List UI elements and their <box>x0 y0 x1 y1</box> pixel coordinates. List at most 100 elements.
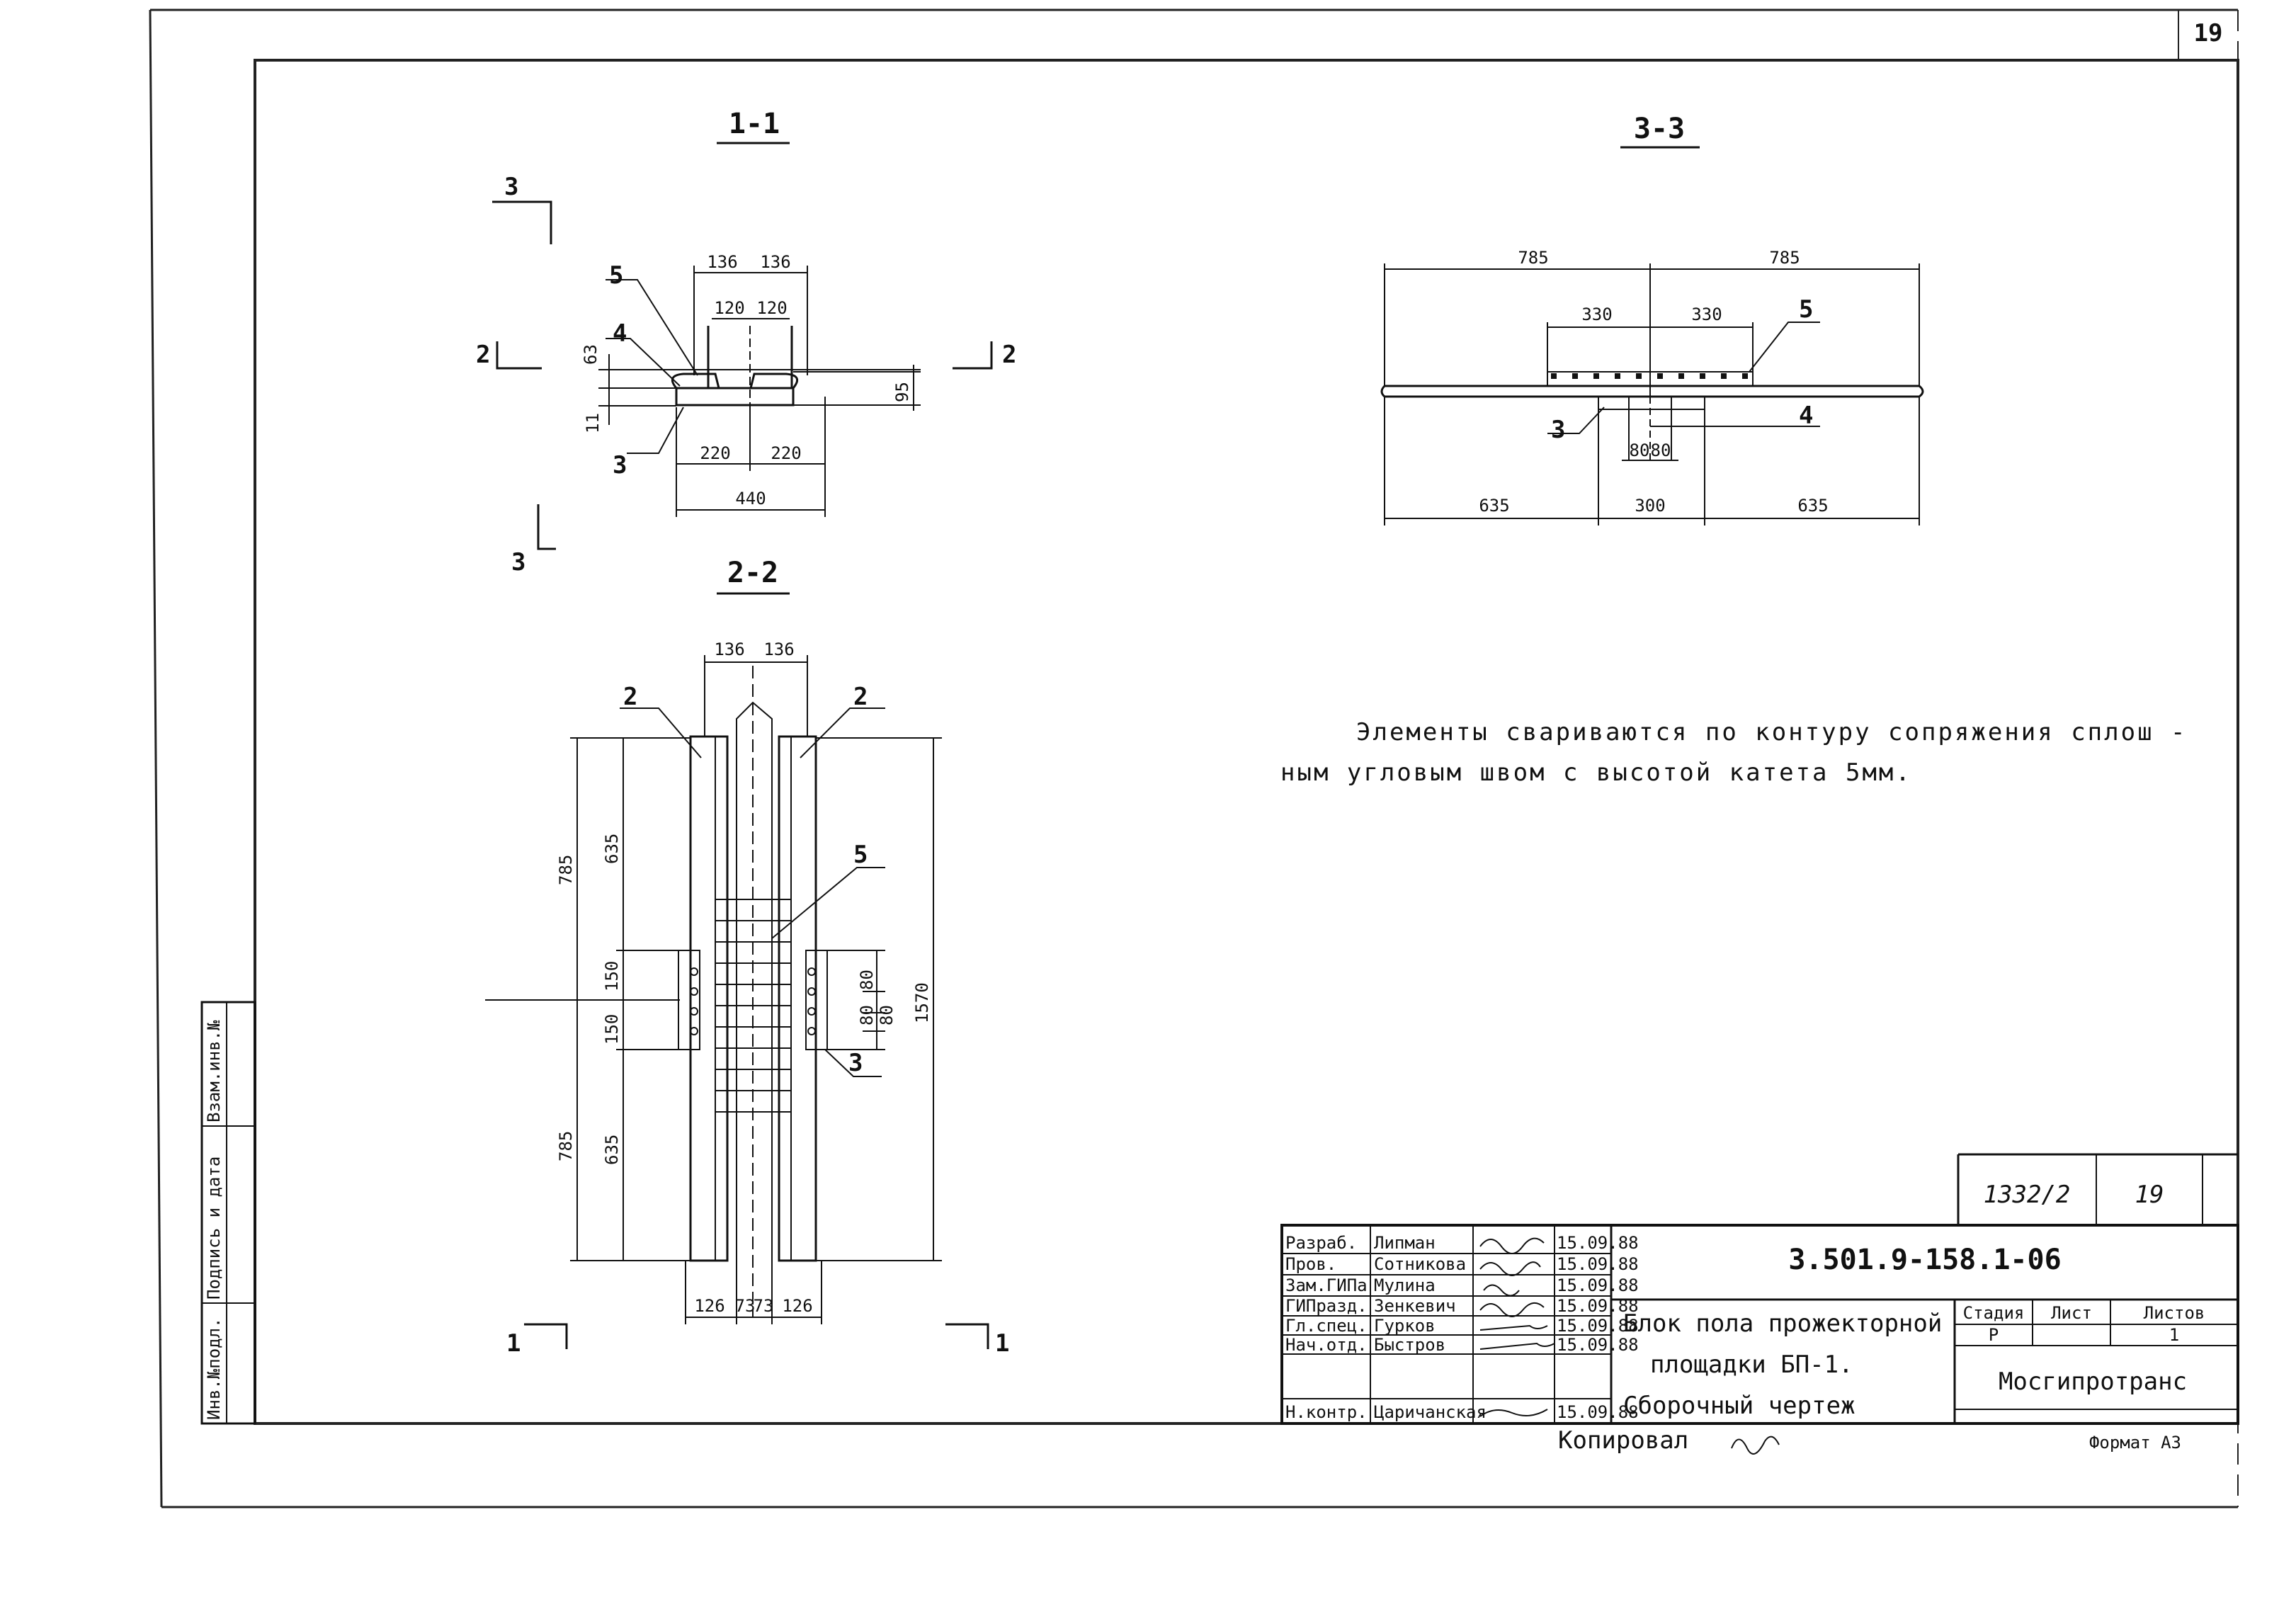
dim-635-right: 635 <box>1797 496 1828 516</box>
dim-785-top: 785 <box>556 855 576 885</box>
sheet-number-box: 19 <box>2135 1181 2164 1209</box>
organization: Мосгипротранс <box>1999 1368 2187 1396</box>
document-code: 3.501.9-158.1-06 <box>1788 1244 2061 1276</box>
dim-top-136-a: 136 <box>714 640 744 659</box>
format-label: Формат А3 <box>2089 1433 2181 1453</box>
date-2: 15.09.88 <box>1557 1275 1639 1295</box>
note-line-1: Элементы свариваются по контуру сопряжен… <box>1356 718 2188 746</box>
role-5: Нач.отд. <box>1285 1335 1368 1355</box>
name-1: Сотникова <box>1374 1254 1466 1274</box>
cut-mark-1-right: 1 <box>995 1329 1009 1358</box>
callout-2-left: 2 <box>623 683 637 711</box>
dim-120-b: 120 <box>756 298 787 318</box>
dim-150-b: 150 <box>602 1014 622 1045</box>
dim-73-a: 73 <box>735 1296 756 1316</box>
role-1: Пров. <box>1285 1254 1336 1274</box>
callout-4: 4 <box>1799 402 1813 430</box>
cut-mark-2-left: 2 <box>476 341 490 369</box>
callout-5: 5 <box>853 841 868 869</box>
section-2-2: 2-2 <box>485 557 1009 1358</box>
dim-330-right: 330 <box>1691 305 1722 324</box>
dim-11: 11 <box>583 413 603 433</box>
dim-785-bottom: 785 <box>556 1131 576 1161</box>
sheets-label: Листов <box>2144 1303 2205 1323</box>
callout-3: 3 <box>1551 416 1565 444</box>
role-6: Н.контр. <box>1285 1402 1368 1422</box>
dim-136-b: 136 <box>760 252 790 272</box>
callout-2-right: 2 <box>853 683 868 711</box>
note-line-2: ным угловым швом с высотой катета 5мм. <box>1280 758 1912 787</box>
dim-120-a: 120 <box>714 298 744 318</box>
cut-mark-3-bottom: 3 <box>511 548 525 576</box>
dim-150-a: 150 <box>602 961 622 991</box>
dim-126-b: 126 <box>782 1296 812 1316</box>
dim-635-left: 635 <box>1479 496 1509 516</box>
dim-785-right: 785 <box>1769 248 1800 268</box>
dim-330-left: 330 <box>1581 305 1612 324</box>
callout-3: 3 <box>848 1049 863 1077</box>
section-2-2-title: 2-2 <box>727 557 778 589</box>
name-0: Липман <box>1374 1233 1436 1253</box>
role-3: ГИПразд. <box>1285 1296 1368 1316</box>
callout-5: 5 <box>609 261 623 290</box>
section-3-3-title: 3-3 <box>1634 113 1685 145</box>
cut-mark-2-right: 2 <box>1002 341 1016 369</box>
name-2: Мулина <box>1374 1275 1436 1295</box>
dim-63: 63 <box>581 344 601 365</box>
dim-440: 440 <box>735 489 766 508</box>
drawing-title-line-2: площадки БП-1. <box>1650 1351 1853 1379</box>
drawing-title-line-3: Сборочный чертеж <box>1623 1392 1855 1420</box>
dim-300: 300 <box>1635 496 1665 516</box>
date-5: 15.09.88 <box>1557 1335 1639 1355</box>
dim-80-b: 80 <box>857 1005 877 1025</box>
dim-220-a: 220 <box>700 443 730 463</box>
sheet-label: Лист <box>2051 1303 2092 1323</box>
section-1-1: 1-1 3 3 2 2 <box>476 108 1016 576</box>
date-3: 15.09.88 <box>1557 1296 1639 1316</box>
date-0: 15.09.88 <box>1557 1233 1639 1253</box>
callout-4: 4 <box>613 319 627 348</box>
callout-5: 5 <box>1799 295 1813 324</box>
welding-note: Элементы свариваются по контуру сопряжен… <box>1280 718 2188 787</box>
name-4: Гурков <box>1374 1316 1436 1336</box>
dim-220-b: 220 <box>771 443 801 463</box>
stage-label: Стадия <box>1963 1303 2025 1323</box>
role-4: Гл.спец. <box>1285 1316 1368 1336</box>
dim-126-a: 126 <box>694 1296 724 1316</box>
stage-value: Р <box>1989 1325 1999 1345</box>
dim-80-right: 80 <box>1651 441 1671 460</box>
dim-785-left: 785 <box>1518 248 1548 268</box>
dim-80-a: 80 <box>857 970 877 990</box>
name-6: Царичанская <box>1374 1402 1487 1422</box>
name-3: Зенкевич <box>1374 1296 1456 1316</box>
stamp-original-inv: Инв.№подл. <box>204 1318 224 1421</box>
role-0: Разраб. <box>1285 1233 1357 1253</box>
dim-top-136-b: 136 <box>763 640 794 659</box>
sheets-value: 1 <box>2169 1325 2179 1345</box>
dim-73-b: 73 <box>754 1296 774 1316</box>
drawing-title-line-1: Блок пола прожекторной <box>1623 1309 1942 1338</box>
dim-635-bottom: 635 <box>602 1135 622 1165</box>
cut-mark-1-left: 1 <box>506 1329 521 1358</box>
date-4: 15.09.88 <box>1557 1316 1639 1336</box>
dim-1570: 1570 <box>912 982 932 1023</box>
dim-635-top: 635 <box>602 834 622 864</box>
dim-80-left: 80 <box>1630 441 1650 460</box>
callout-3: 3 <box>613 451 627 479</box>
date-6: 15.09.88 <box>1557 1402 1639 1422</box>
title-block: 1332/2 19 3.501.9-158.1-06 Разраб. Липма… <box>1280 1153 2239 1455</box>
role-2: Зам.ГИПа <box>1285 1275 1368 1295</box>
name-5: Быстров <box>1374 1335 1445 1355</box>
album-number: 1332/2 <box>1984 1181 2071 1209</box>
date-1: 15.09.88 <box>1557 1254 1639 1274</box>
dim-136-a: 136 <box>707 252 737 272</box>
cut-mark-3-top: 3 <box>504 173 518 201</box>
sheet-border <box>149 8 2239 1508</box>
copied-label: Копировал <box>1558 1426 1688 1455</box>
section-3-3: 3-3 <box>1380 113 1924 525</box>
dim-80-c: 80 <box>877 1005 897 1025</box>
side-stamp: Взам.инв.№ Подпись и дата Инв.№подл. <box>200 1001 256 1425</box>
sheet-corner-number: 19 <box>2194 19 2223 47</box>
dim-95: 95 <box>892 382 912 402</box>
